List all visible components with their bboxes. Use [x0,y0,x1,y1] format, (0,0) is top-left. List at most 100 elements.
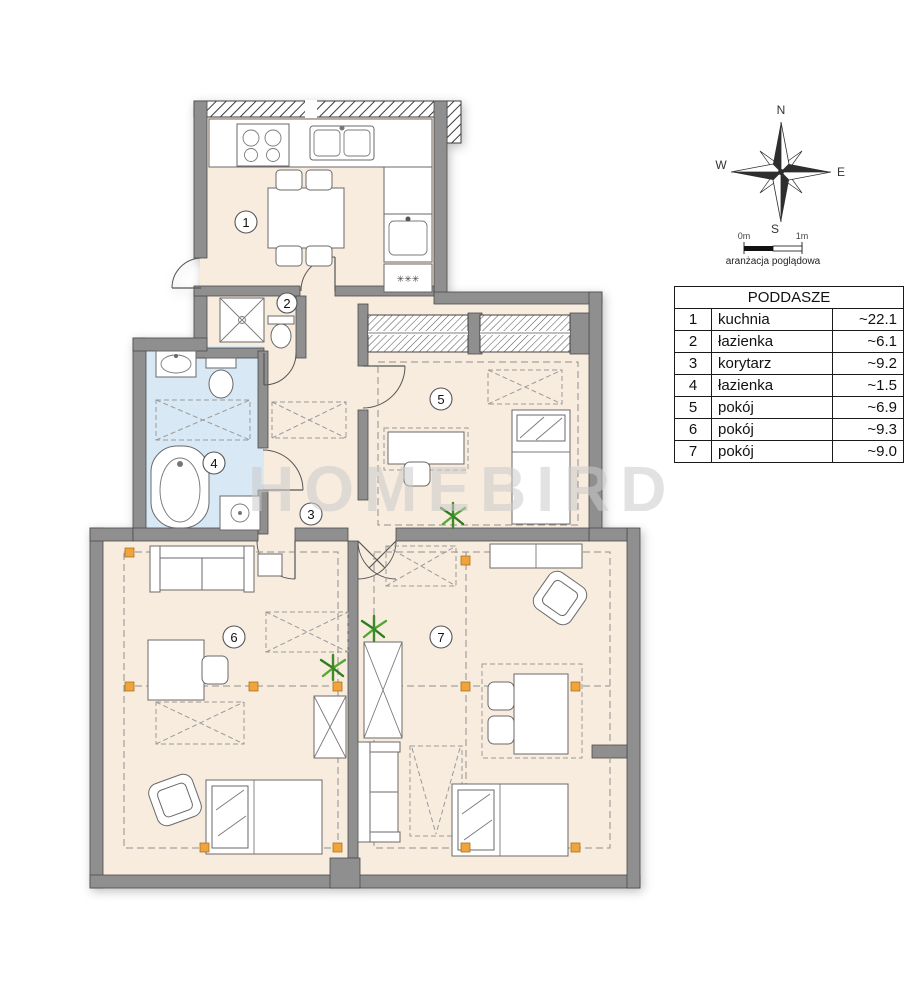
legend-cell-name: kuchnia [711,308,833,331]
legend-cell-num: 7 [674,440,712,463]
legend-row: 1 kuchnia ~22.1 [674,308,904,331]
plant [319,653,347,682]
chair [275,245,303,267]
legend-title-row: PODDASZE [674,286,904,309]
legend-cell-name: łazienka [711,374,833,397]
bath4-door-arc [262,449,304,491]
compass-label-n: N [777,103,786,117]
room7-door-leaf-a [357,540,386,569]
dash-box-bath4 [155,399,251,441]
scale-caption: aranżacja poglądowa [726,256,821,267]
plants-group [319,501,467,682]
dash-box-room6b [265,611,349,653]
compass-n-light [780,121,790,173]
armchair [148,773,202,827]
legend-cell-num: 3 [674,352,712,375]
chair [305,169,333,191]
legend-cell-area: ~9.0 [832,440,904,463]
kitchen-top-wall-gap [305,100,317,118]
legend-cell-name: korytarz [711,352,833,375]
legend-table: PODDASZE 1 kuchnia ~22.1 2 łazienka ~6.1… [674,286,904,463]
legend-cell-name: pokój [711,440,833,463]
room-label-7: 7 [429,625,453,649]
legend-row: 4 łazienka ~1.5 [674,374,904,397]
kitchen-corner-hatch [446,100,462,144]
plant [360,614,388,643]
svg-text:1: 1 [242,215,249,230]
kitchen-furniture: ✳✳✳ [208,118,433,293]
room7-door-leaf-b [368,540,397,569]
legend-cell-num: 4 [674,374,712,397]
compass-center [778,169,784,175]
compass-e-dark [781,164,831,172]
skylight-windows [367,314,571,353]
bath2-door-arc [263,352,297,386]
kitchen-sink [309,125,375,161]
compass-label-e: E [837,165,845,179]
legend-cell-name: pokój [711,396,833,419]
wardrobe [313,695,347,759]
desk [147,639,205,701]
room-label-1: 1 [234,210,258,234]
armchair [532,570,588,626]
pillow [457,789,495,851]
legend-cell-num: 2 [674,330,712,353]
dash-box-room5a [487,369,563,405]
legend-cell-num: 5 [674,396,712,419]
building-plan: ✳✳✳ [89,100,641,889]
legend-row: 3 korytarz ~9.2 [674,352,904,375]
room-label-2: 2 [276,292,298,314]
scale-bar: 0m 1m aranżacja poglądowa [726,231,821,267]
compass-w-light [730,163,782,173]
compass-rose: N E S W [715,103,845,236]
dash-box-corridor [271,401,347,439]
pillow [516,414,566,442]
svg-text:2: 2 [283,296,290,311]
compass-s-light [772,171,782,223]
legend-row: 6 pokój ~9.3 [674,418,904,441]
bathtub [150,445,210,529]
toilet-bowl [270,323,292,349]
room5-door-arc [362,365,406,409]
desk-chair [403,461,431,487]
compass-w-dark [731,172,781,180]
legend-cell-name: łazienka [711,330,833,353]
side-table [257,553,283,577]
entry-door-arc [171,257,202,289]
legend-cell-area: ~9.2 [832,352,904,375]
room-label-5: 5 [429,387,453,411]
stove [236,123,290,167]
svg-text:6: 6 [230,630,237,645]
legend-cell-area: ~1.5 [832,374,904,397]
freezer [383,263,433,293]
pillow [211,785,249,849]
legend-row: 7 pokój ~9.0 [674,440,904,463]
accent-markers [124,547,581,853]
svg-text:3: 3 [307,507,314,522]
toilet-tank [205,357,237,369]
desk [513,673,569,755]
legend-cell-num: 6 [674,418,712,441]
legend-title: PODDASZE [674,286,904,309]
room-labels: 1 2 3 4 5 6 7 [202,210,453,649]
sofa [149,545,255,593]
scale-label-one: 1m [796,231,809,241]
chair [275,169,303,191]
room-label-3: 3 [299,502,323,526]
legend-cell-area: ~6.1 [832,330,904,353]
dash-box-room7-desk [481,663,583,759]
kitchen-cabinet [383,166,433,215]
room7-furniture [357,543,588,857]
freezer-stars-icon: ✳✳✳ [397,274,420,284]
sofa [357,741,401,843]
desk-chair [201,655,229,685]
room-label-4: 4 [202,451,226,475]
compass-label-s: S [771,222,779,236]
room6-furniture [147,545,347,855]
room5-furniture [387,409,571,525]
compass-label-w: W [715,158,727,172]
plant [439,501,467,530]
compass-e-light [780,171,832,181]
